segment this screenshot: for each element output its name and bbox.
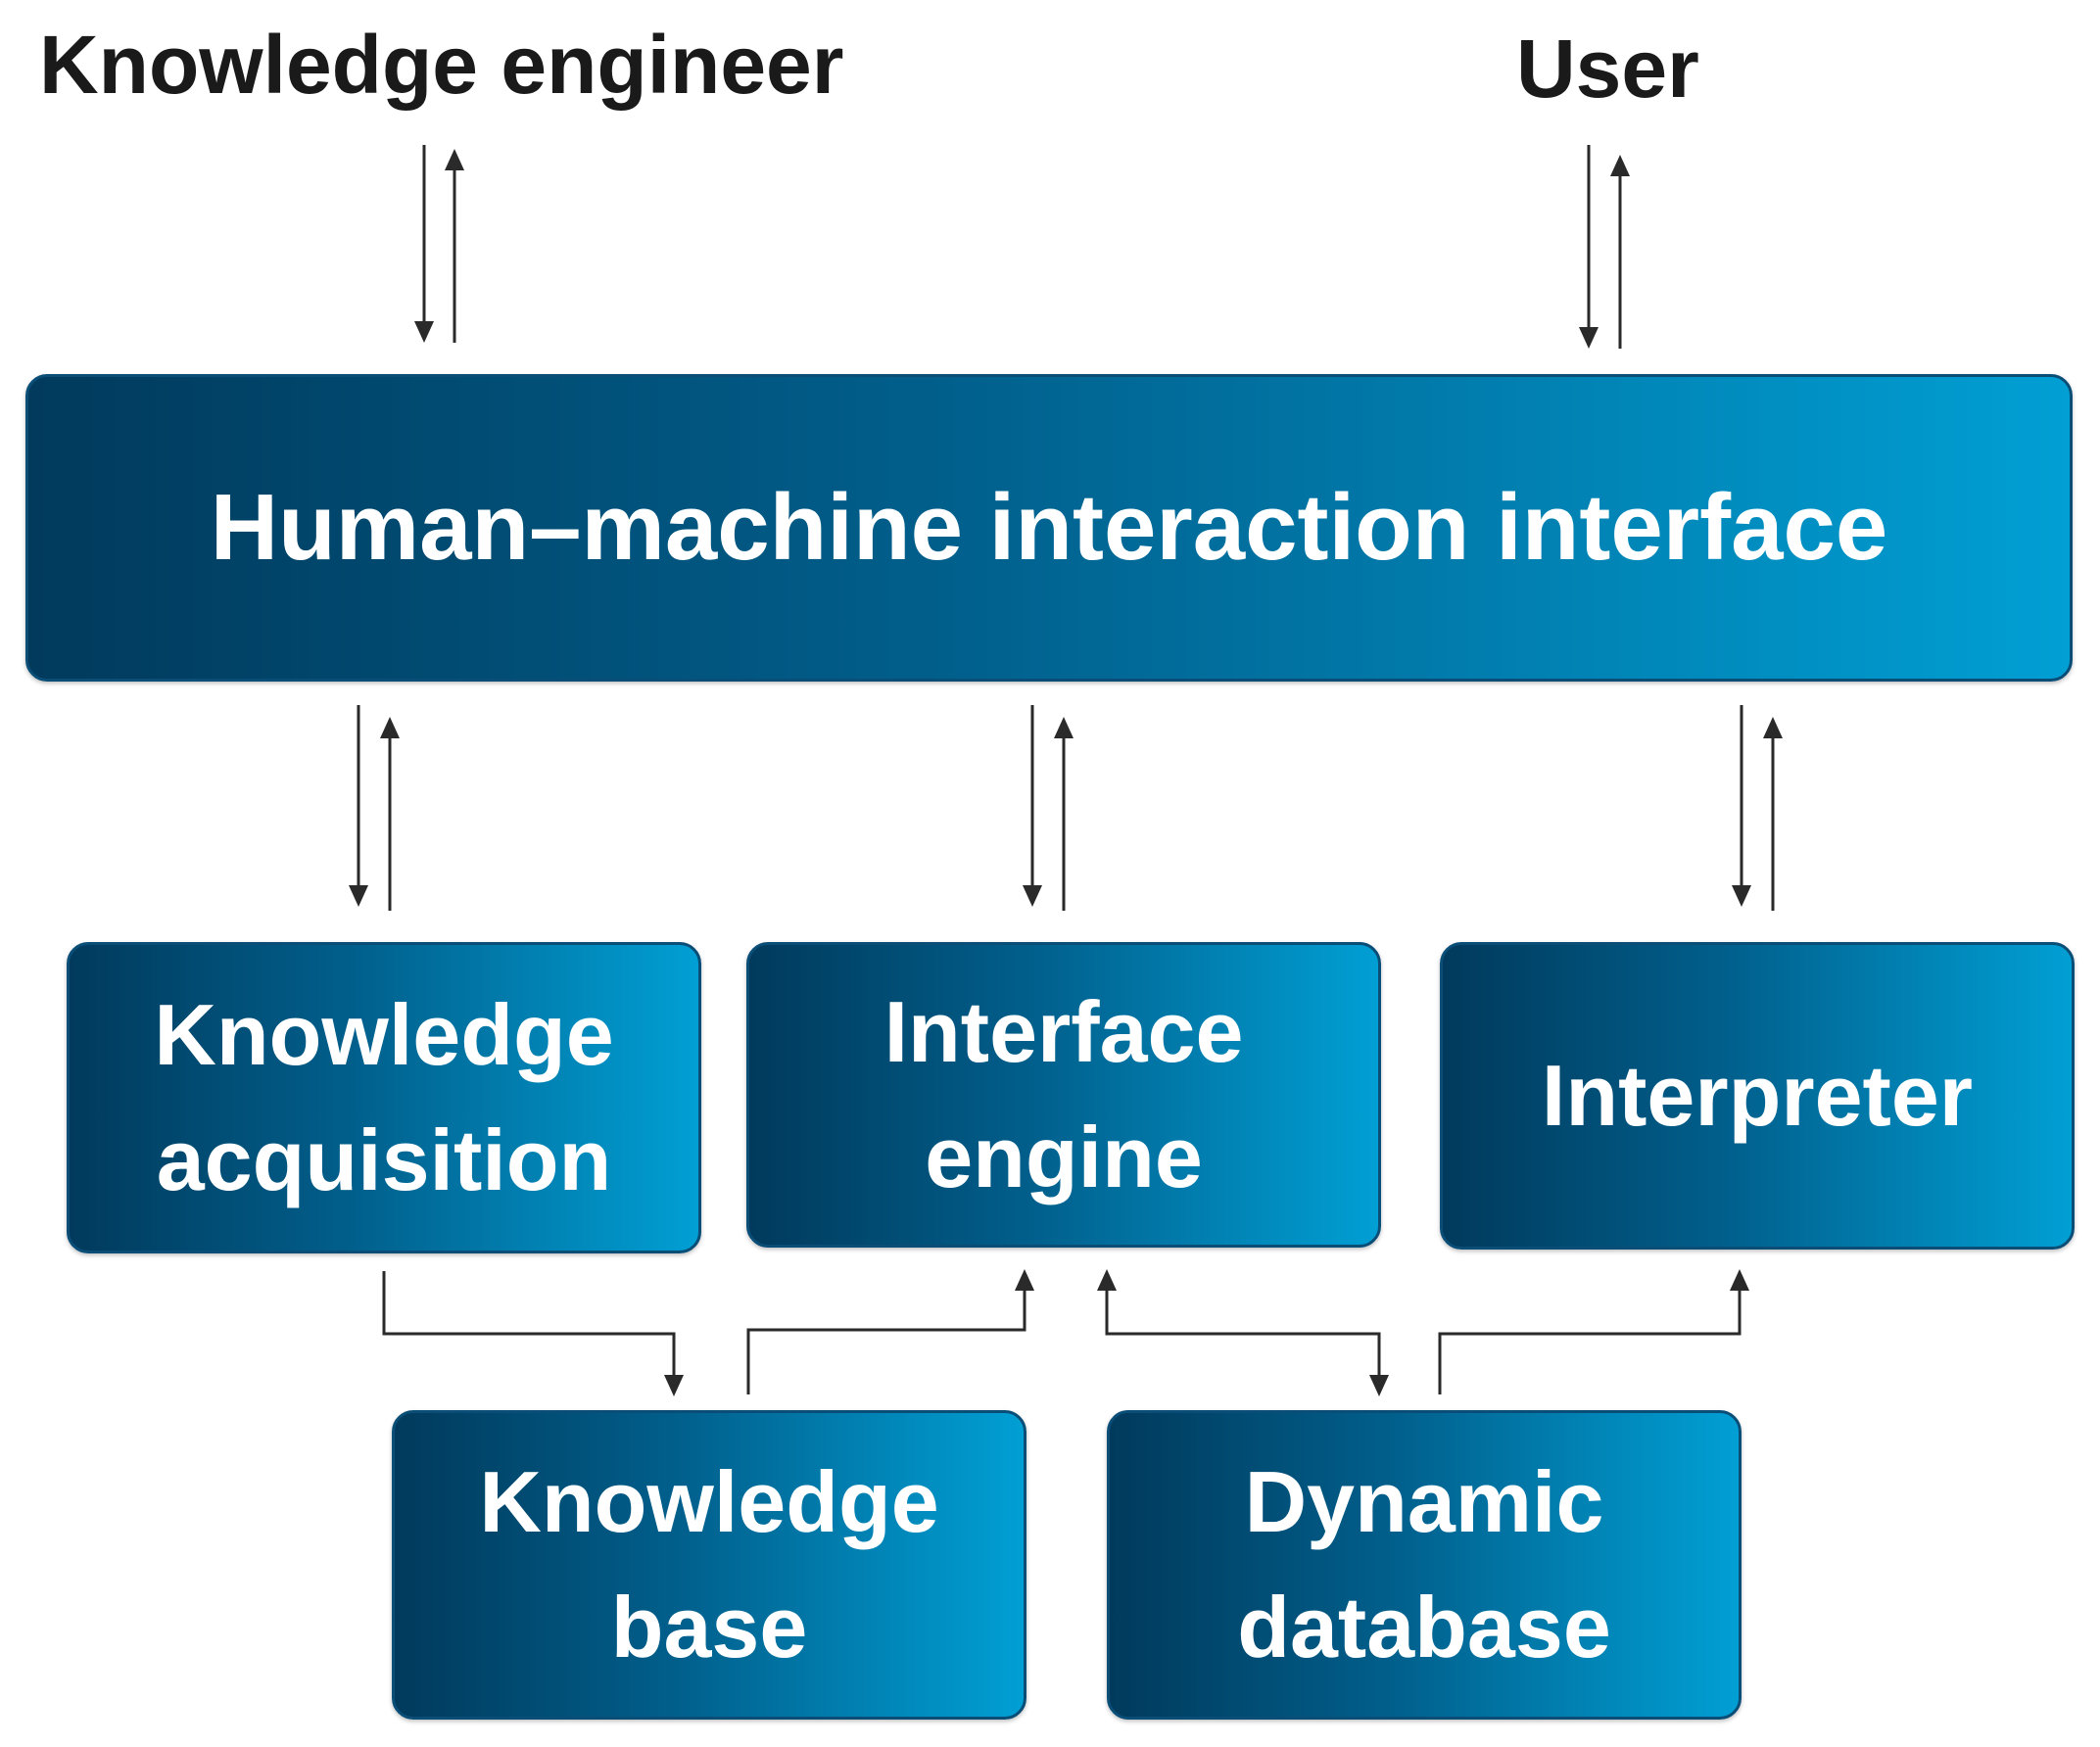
engine-from-db-arrowhead <box>1097 1269 1117 1291</box>
acquisition-up-arrowhead <box>380 717 400 738</box>
acquisition-to-kb-connector <box>382 1271 676 1381</box>
acquisition-down-arrowhead <box>349 885 368 907</box>
knowledge-acquisition-box: Knowledge acquisition <box>67 942 701 1253</box>
interpreter-down-arrowhead <box>1732 885 1751 907</box>
user-down-arrowhead <box>1579 327 1599 349</box>
dynamic-database-box: Dynamic database <box>1107 1410 1742 1720</box>
knowledge-base-box: Knowledge base <box>392 1410 1026 1720</box>
interpreter-box: Interpreter <box>1440 942 2075 1250</box>
hmi-label: Human–machine interaction interface <box>210 475 1888 580</box>
knowledge-engineer-label: Knowledge engineer <box>39 19 844 111</box>
dynamic-database-label: Dynamic database <box>1237 1453 1611 1676</box>
knowledge-base-label: Knowledge base <box>479 1453 939 1676</box>
engineer-down-arrowhead <box>414 321 434 343</box>
interpreter-label: Interpreter <box>1541 1047 1974 1144</box>
db-arrowhead <box>1369 1375 1389 1396</box>
kb-to-engine-connector <box>746 1283 1026 1394</box>
user-up-arrowhead <box>1610 155 1630 176</box>
user-label: User <box>1516 23 1699 115</box>
db-to-interpreter-connector <box>1438 1283 1742 1394</box>
knowledge-acquisition-label: Knowledge acquisition <box>154 986 614 1208</box>
engine-db-connector <box>1105 1283 1381 1381</box>
interpreter-from-db-arrowhead <box>1730 1269 1749 1291</box>
interface-engine-box: Interface engine <box>746 942 1381 1248</box>
interface-engine-label: Interface engine <box>883 983 1244 1205</box>
engine-up-arrowhead <box>1054 717 1074 738</box>
interpreter-up-arrowhead <box>1763 717 1783 738</box>
engine-down-arrowhead <box>1023 885 1042 907</box>
hmi-box: Human–machine interaction interface <box>25 374 2073 682</box>
engine-from-kb-arrowhead <box>1015 1269 1034 1291</box>
kb-arrowhead <box>664 1375 684 1396</box>
engineer-up-arrowhead <box>445 149 464 170</box>
